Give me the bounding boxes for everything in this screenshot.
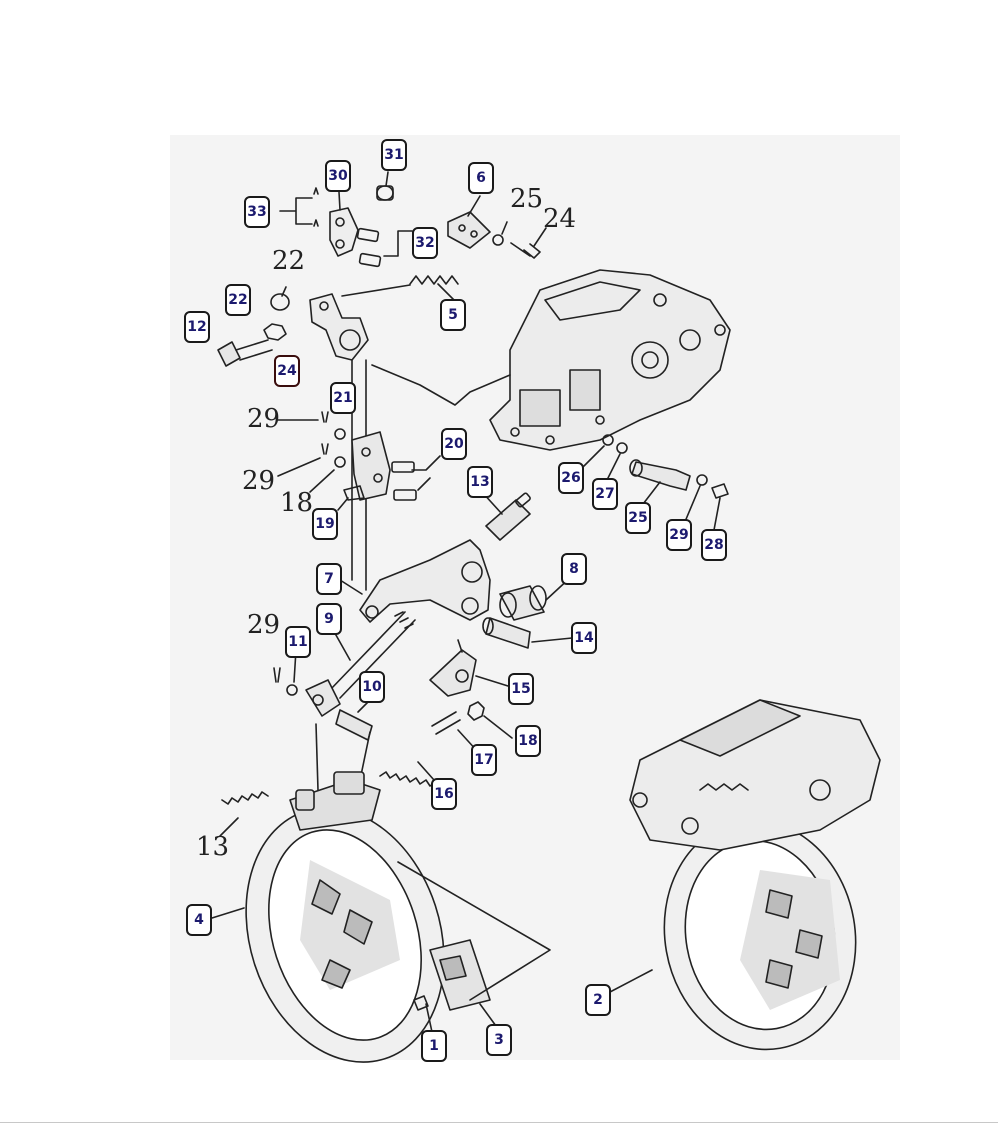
callout-6[interactable]: 6 bbox=[468, 162, 494, 194]
callout-1[interactable]: 1 bbox=[421, 1030, 447, 1062]
callout-15[interactable]: 15 bbox=[508, 673, 534, 705]
part-7-lever bbox=[359, 539, 491, 623]
part-10-clevis bbox=[305, 679, 373, 741]
part-20-block bbox=[351, 431, 417, 501]
part-13-pin bbox=[485, 492, 531, 541]
part-31-bushing bbox=[376, 185, 394, 201]
callout-27[interactable]: 27 bbox=[592, 478, 618, 510]
part-16-spring bbox=[379, 771, 437, 787]
part-4-brake-band bbox=[245, 771, 445, 1063]
part-5-spring bbox=[409, 275, 459, 285]
bottom-divider bbox=[0, 1122, 998, 1123]
callout-24[interactable]: 24 bbox=[274, 355, 300, 387]
part-3-lining bbox=[429, 939, 491, 1011]
callout-25[interactable]: 25 bbox=[625, 502, 651, 534]
part-9-rod bbox=[329, 611, 416, 699]
part-8-roller bbox=[499, 585, 547, 621]
callout-30[interactable]: 30 bbox=[325, 160, 351, 192]
part-25-washer-top bbox=[492, 234, 504, 246]
part-22-nut bbox=[263, 323, 287, 341]
part-12-bolt bbox=[217, 339, 273, 367]
callout-2[interactable]: 2 bbox=[585, 984, 611, 1016]
callout-18[interactable]: 18 bbox=[515, 725, 541, 757]
plain-label-29: 29 bbox=[242, 466, 276, 496]
callout-4[interactable]: 4 bbox=[186, 904, 212, 936]
callout-31[interactable]: 31 bbox=[381, 139, 407, 171]
callout-33[interactable]: 33 bbox=[244, 196, 270, 228]
part-22-washer bbox=[270, 293, 290, 311]
callout-7[interactable]: 7 bbox=[316, 563, 342, 595]
plain-label-24: 24 bbox=[543, 204, 577, 234]
callout-29[interactable]: 29 bbox=[666, 519, 692, 551]
callout-10[interactable]: 10 bbox=[359, 671, 385, 703]
part-2-assembled-unit bbox=[629, 699, 881, 1051]
part-32-bolts bbox=[356, 227, 382, 268]
callout-14[interactable]: 14 bbox=[571, 622, 597, 654]
control-valve-housing bbox=[489, 269, 731, 451]
part-30-clevis bbox=[329, 207, 359, 257]
plain-label-29: 29 bbox=[247, 404, 281, 434]
callout-22[interactable]: 22 bbox=[225, 284, 251, 316]
plain-label-29: 29 bbox=[247, 610, 281, 640]
callout-16[interactable]: 16 bbox=[431, 778, 457, 810]
part-6-bracket bbox=[447, 211, 491, 249]
plain-label-25: 25 bbox=[510, 184, 544, 214]
callout-11[interactable]: 11 bbox=[285, 626, 311, 658]
plain-label-22: 22 bbox=[272, 246, 306, 276]
callout-12[interactable]: 12 bbox=[184, 311, 210, 343]
part-24-lever bbox=[309, 293, 369, 361]
callout-8[interactable]: 8 bbox=[561, 553, 587, 585]
callout-28[interactable]: 28 bbox=[701, 529, 727, 561]
callout-32[interactable]: 32 bbox=[412, 227, 438, 259]
callout-17[interactable]: 17 bbox=[471, 744, 497, 776]
part-25-shaft bbox=[629, 459, 691, 491]
callout-9[interactable]: 9 bbox=[316, 603, 342, 635]
callout-13[interactable]: 13 bbox=[467, 466, 493, 498]
callout-26[interactable]: 26 bbox=[558, 462, 584, 494]
part-15-bracket bbox=[429, 649, 477, 697]
callout-3[interactable]: 3 bbox=[486, 1024, 512, 1056]
callout-20[interactable]: 20 bbox=[441, 428, 467, 460]
callout-5[interactable]: 5 bbox=[440, 299, 466, 331]
plain-label-18: 18 bbox=[280, 488, 314, 518]
callout-19[interactable]: 19 bbox=[312, 508, 338, 540]
callout-21[interactable]: 21 bbox=[330, 382, 356, 414]
plain-label-13: 13 bbox=[196, 832, 230, 862]
